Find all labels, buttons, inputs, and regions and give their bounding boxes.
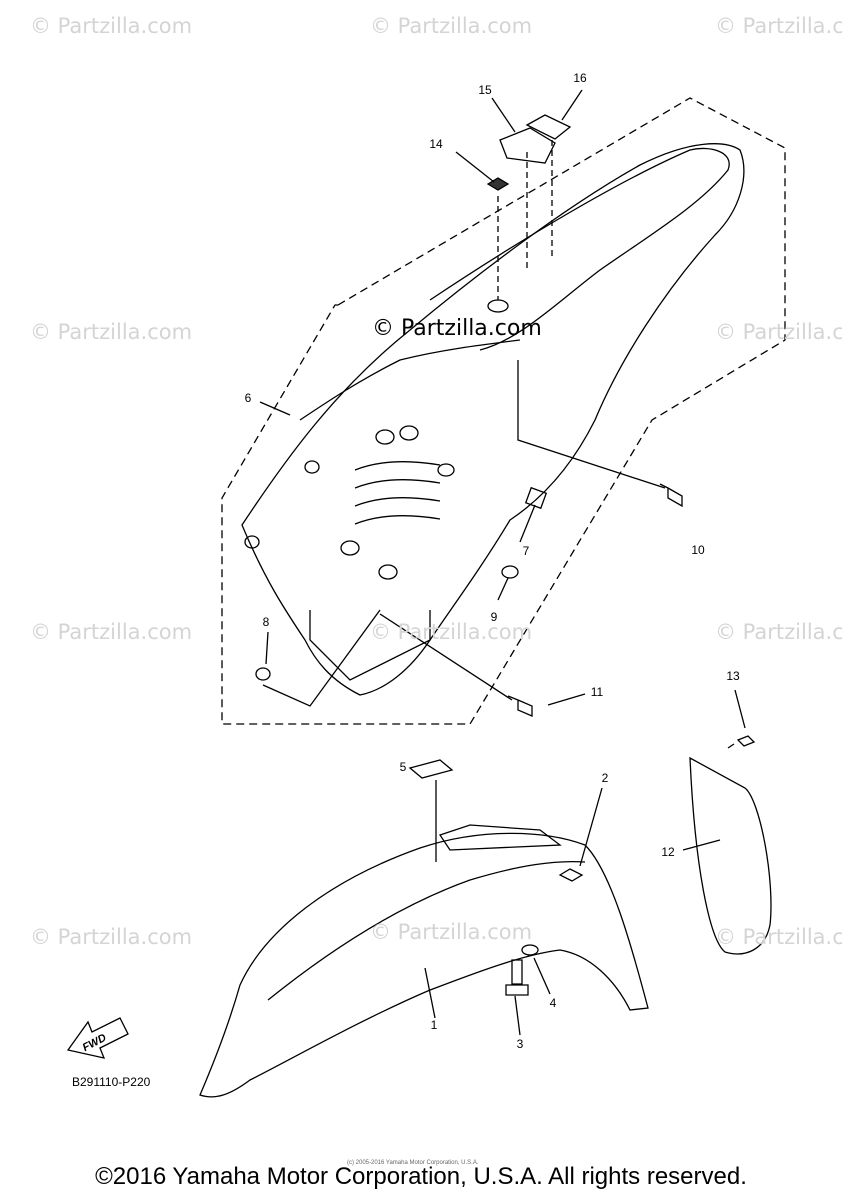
callout-9: 9 <box>490 610 498 624</box>
leader-line <box>259 401 291 416</box>
leader-line <box>497 577 509 601</box>
leader-line <box>514 995 521 1036</box>
callout-16: 16 <box>573 71 587 85</box>
callout-8: 8 <box>262 615 270 629</box>
callout-6: 6 <box>244 391 252 405</box>
leader-line <box>379 613 513 701</box>
callout-14: 14 <box>429 137 443 151</box>
rear-fender-side-panel <box>309 610 431 681</box>
rear-fender-outline <box>241 143 745 696</box>
leader-line <box>491 97 516 133</box>
leader-line <box>519 504 536 543</box>
center-watermark: © Partzilla.com <box>372 316 542 341</box>
part-5-label <box>408 759 454 779</box>
part-13-screw <box>727 735 756 749</box>
watermark: © Partzilla.com <box>370 620 533 644</box>
callout-1: 1 <box>430 1018 438 1032</box>
part-8-collar <box>255 667 271 681</box>
watermark: © Partzilla.com <box>30 620 193 644</box>
part-4-washer <box>521 944 539 956</box>
watermark: © Partzilla.com <box>30 925 193 949</box>
leader-line <box>682 839 721 851</box>
callout-7: 7 <box>522 544 530 558</box>
rear-fender-rib <box>299 339 521 421</box>
leader-line <box>734 689 746 729</box>
fender-hole <box>399 425 419 441</box>
fender-hole <box>340 540 360 556</box>
rear-fender-vent-3 <box>354 497 441 507</box>
fender-hole <box>375 429 395 445</box>
watermark: © Partzilla.com <box>715 320 842 344</box>
leader-line <box>533 957 551 995</box>
callout-10: 10 <box>691 543 705 557</box>
leader-line <box>424 967 436 1019</box>
mud-flap-outline <box>689 756 772 955</box>
leader-line <box>579 787 603 867</box>
small-copyright: (c) 2005-2016 Yamaha Motor Corporation, … <box>347 1160 479 1166</box>
watermark: © Partzilla.com <box>30 14 193 38</box>
footer-copyright: ©2016 Yamaha Motor Corporation, U.S.A. A… <box>95 1163 747 1190</box>
fender-hole <box>487 299 509 313</box>
callout-15: 15 <box>478 83 492 97</box>
leader-line <box>547 693 586 706</box>
diagram-code: B291110-P220 <box>72 1075 151 1089</box>
part-16-decal <box>525 114 572 140</box>
rear-fender-vent-4 <box>354 515 441 525</box>
rear-fender-vent-2 <box>354 479 441 489</box>
leader-line <box>517 360 666 489</box>
front-fender-top <box>438 824 562 851</box>
rear-fender-vent-1 <box>354 461 441 471</box>
fender-hole <box>304 460 320 474</box>
fender-hole <box>437 463 455 477</box>
watermark: © Partzilla.com <box>715 620 842 644</box>
watermark: © Partzilla.com <box>370 14 533 38</box>
part-9-grommet <box>501 565 519 579</box>
callout-4: 4 <box>549 996 557 1010</box>
callout-2: 2 <box>601 771 609 785</box>
rear-fender-assembly-boundary <box>221 97 786 725</box>
watermark: © Partzilla.com <box>715 925 842 949</box>
part-10-bolt <box>659 483 683 508</box>
watermark: © Partzilla.com <box>715 14 842 38</box>
fender-hole <box>378 564 398 580</box>
leader-line <box>262 609 381 707</box>
watermark: © Partzilla.com <box>370 920 533 944</box>
part-3-bolt <box>505 959 529 996</box>
fender-hole <box>244 535 260 549</box>
leader-line <box>561 89 583 121</box>
callout-12: 12 <box>661 845 675 859</box>
callout-5: 5 <box>399 760 407 774</box>
part-2-grommet <box>558 868 584 882</box>
rear-fender-top-inner <box>429 147 730 351</box>
watermark: © Partzilla.com <box>30 320 193 344</box>
callout-3: 3 <box>516 1037 524 1051</box>
part-7-nut <box>524 486 548 510</box>
leader-line <box>265 631 269 665</box>
callout-13: 13 <box>726 669 740 683</box>
callout-11: 11 <box>590 685 604 699</box>
part-11-bolt <box>507 695 533 717</box>
fwd-arrow <box>66 1017 129 1059</box>
part-15-decal <box>499 127 556 164</box>
leader-line <box>455 151 495 183</box>
front-fender-outline <box>199 832 649 1098</box>
front-fender-ridge <box>267 860 586 1001</box>
